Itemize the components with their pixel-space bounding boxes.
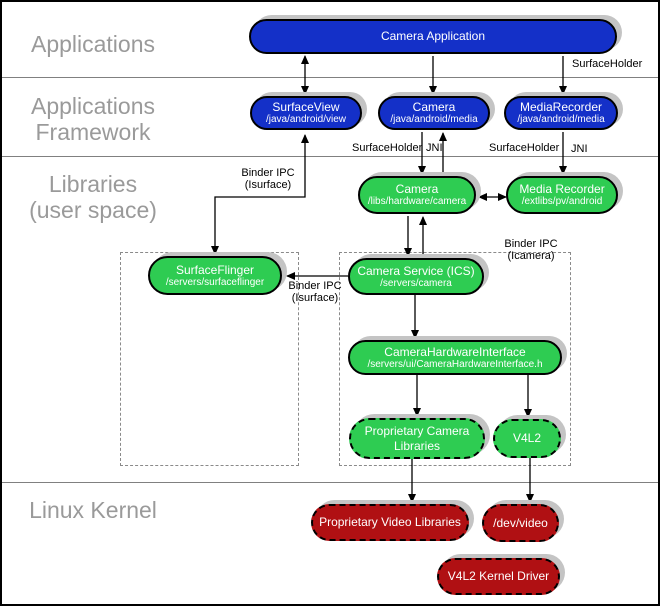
label-surfaceholder-top: SurfaceHolder (572, 58, 643, 70)
label-surfaceholder-camera: SurfaceHolder (352, 142, 423, 154)
layer-label-applications: Applications (30, 31, 156, 57)
node-mediarecorder-java: MediaRecorder /java/android/media (504, 96, 618, 130)
label-jni-media: JNI (571, 143, 588, 155)
node-surfaceview: SurfaceView /java/android/view (250, 96, 362, 130)
label-binder-ipc-icamera: Binder IPC(Icamera) (504, 238, 558, 262)
label-binder-ipc-isurface-mid: Binder IPC(Isurface) (288, 280, 342, 304)
camera-service-process-boundary (339, 252, 571, 466)
node-camera-hardware-interface: CameraHardwareInterface /servers/ui/Came… (348, 340, 562, 375)
label-binder-ipc-isurface-top: Binder IPC(Isurface) (241, 167, 295, 191)
arrow-surfaceview-surfaceflinger-elbow (211, 134, 309, 255)
node-v4l2-kernel-driver: V4L2 Kernel Driver (437, 558, 560, 595)
node-mediarecorder-lib: Media Recorder /extlibs/pv/android (506, 176, 618, 214)
layer-label-linux-kernel: Linux Kernel (29, 497, 157, 523)
divider-framework (2, 156, 658, 157)
surfaceflinger-process-boundary (120, 252, 299, 466)
node-camera-application: Camera Application (249, 19, 617, 54)
node-proprietary-camera-libraries: Proprietary Camera Libraries (349, 418, 485, 459)
divider-applications (2, 77, 658, 78)
node-dev-video: /dev/video (482, 504, 559, 542)
layer-label-libraries: Libraries(user space) (29, 171, 157, 223)
node-proprietary-video-libraries: Proprietary Video Libraries (311, 504, 469, 541)
node-camera-service: Camera Service (ICS) /servers/camera (348, 258, 484, 295)
node-v4l2: V4L2 (493, 419, 561, 458)
node-surfaceflinger: SurfaceFlinger /servers/surfaceflinger (148, 256, 282, 295)
label-surfaceholder-media: SurfaceHolder (489, 142, 560, 154)
node-camera-lib: Camera /libs/hardware/camera (358, 176, 476, 214)
label-jni-camera: JNI (426, 142, 443, 154)
node-camera-java: Camera /java/android/media (378, 96, 490, 130)
divider-kernel (2, 482, 658, 483)
